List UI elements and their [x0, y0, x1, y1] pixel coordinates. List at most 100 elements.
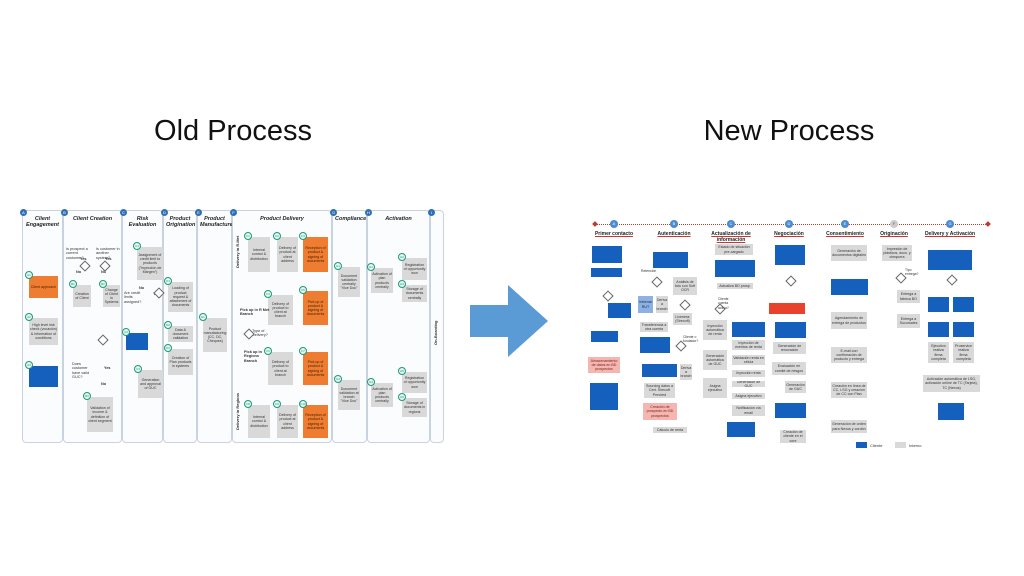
lane-header: Product Origination: [166, 216, 196, 228]
process-step-f5: Pick up of product & signing of document…: [303, 291, 328, 325]
step-id-badge: A1: [25, 271, 33, 279]
process-step: Agendamiento de entrega de productos: [831, 312, 867, 329]
step-id-badge: E1: [199, 313, 207, 321]
process-step: Inyección automática de renta: [703, 320, 727, 340]
step-id-badge: D3: [164, 344, 172, 352]
process-step: Entrega a Sucursales: [897, 314, 920, 328]
decision-label: Yes: [105, 257, 112, 261]
process-step: [640, 337, 670, 353]
process-step: Impresión de plásticos, docs. y chequera: [882, 245, 912, 261]
decision-label: Does customer have valid GUC?: [72, 362, 90, 379]
decision-diamond: [946, 274, 958, 286]
decision-label: Tipo entrega?: [905, 268, 919, 277]
step-id-badge: F6: [264, 347, 272, 355]
process-step: Creación en línea de CC, LSG y creación …: [831, 382, 867, 398]
process-step: Creación de prospecto en BD prospectos: [643, 403, 677, 420]
process-step: Entrega a fábrica BO: [897, 290, 920, 303]
decision-label: No: [139, 286, 145, 290]
process-step: Cálculo de renta: [653, 427, 687, 433]
process-step-h6: Storage of documents in regions: [402, 398, 427, 417]
right-arrow-icon: [470, 285, 548, 357]
lane-header: On-Boarding: [433, 320, 438, 345]
legend-swatch-client: [856, 442, 867, 448]
delivery-rmet-label: Delivery in R.Met: [235, 235, 240, 268]
process-step: [591, 331, 618, 342]
step-id-badge: A2: [25, 313, 33, 321]
lane-header: Activation: [385, 216, 412, 222]
decision-label: Type of Delivery?: [252, 329, 268, 338]
process-step: Inyección de eventos de renta: [732, 340, 765, 350]
process-step: [953, 322, 974, 337]
process-step-b1: Creation of Client: [73, 285, 91, 307]
decision-label: Cliente o fundador?: [683, 335, 699, 344]
lane-header: Client Engagement: [25, 216, 59, 228]
process-step: [608, 303, 631, 318]
process-step-f2: Delivery of product at client address: [277, 237, 298, 272]
process-step: [775, 322, 806, 338]
process-step: [653, 252, 688, 268]
step-id-badge: G2: [334, 375, 342, 383]
decision-label: Retención: [641, 269, 657, 273]
timeline-start-marker: [592, 221, 598, 227]
decision-label: Pick up in R Met Branch: [240, 308, 270, 317]
process-step: Deriva a branch: [680, 364, 692, 380]
decision-diamond: [679, 299, 691, 311]
lane-header: Risk Evaluation: [128, 216, 157, 228]
step-id-badge: F1: [244, 232, 252, 240]
process-step: Estado de situación pre-cargado: [715, 244, 753, 255]
process-step-b2: Change of Client in Systems: [103, 285, 120, 307]
step-id-badge: F8: [244, 400, 252, 408]
process-step: [775, 245, 805, 265]
decision-label: No: [101, 270, 107, 274]
step-id-badge: F9: [273, 400, 281, 408]
lane-marker-d: D: [161, 209, 168, 216]
step-id-badge: H6: [398, 393, 406, 401]
stage-marker-c: C: [727, 220, 735, 228]
process-step: [953, 297, 974, 312]
decision-label: Yes: [80, 257, 87, 261]
process-step: Generación automática de GUC: [703, 350, 727, 370]
process-step: [928, 322, 949, 337]
delivery-regions-label: Delivery in Regions: [235, 392, 240, 430]
stage-header: Negociación: [774, 231, 804, 237]
process-step-f3: Reception of product & signing of docume…: [303, 237, 328, 272]
process-step: [775, 403, 806, 418]
process-step-f8: Internal control & distribution: [248, 405, 270, 438]
process-step: E-mail con confirmación de producto y en…: [831, 347, 867, 363]
legend-swatch-internal: [895, 442, 906, 448]
step-id-badge: D2: [164, 321, 172, 329]
decision-label: Yes: [104, 366, 111, 370]
process-step-f1: Internal control & distribution: [248, 237, 270, 272]
process-step-d3: Creation of Plan products in systems: [168, 349, 193, 375]
step-id-badge: F3: [299, 232, 307, 240]
process-step: Generación de documentos digitales: [831, 245, 867, 261]
process-step: Creación de cliente en el core: [780, 430, 806, 443]
process-step-f10: Reception of product & signing of docume…: [303, 405, 328, 438]
lane-marker-f: F: [230, 209, 237, 216]
process-step: Generación de GUC: [732, 381, 765, 387]
lane-marker-i: I: [428, 209, 435, 216]
step-id-badge: F2: [273, 232, 281, 240]
process-step-f4: Delivery of product to client at branch: [268, 295, 293, 325]
step-id-badge: C3: [134, 365, 142, 373]
process-step-g2: Document validation at branch "Vice Doc": [338, 380, 360, 410]
process-step: [591, 268, 622, 277]
process-step: Análisis de foto con Soft OCR: [673, 277, 697, 295]
swimlane: [122, 210, 163, 443]
stage-marker-a: A: [610, 220, 618, 228]
process-step: Deriva a branch: [656, 296, 668, 313]
step-id-badge: F4: [264, 290, 272, 298]
lane-header: Product Manufacture: [200, 216, 233, 228]
process-step: Almacenamiento de datos en BD prospectos: [588, 357, 620, 373]
process-step: [928, 297, 949, 312]
step-id-badge: B3: [83, 392, 91, 400]
lane-marker-e: E: [195, 209, 202, 216]
new-process-title: New Process: [703, 115, 875, 147]
process-step-f6: Delivery of product to client at branch: [268, 352, 293, 385]
process-step: Transferencia a otra cuenta: [640, 322, 668, 332]
stage-marker-f: F: [890, 220, 898, 228]
step-id-badge: F10: [299, 400, 307, 408]
stage-header: Consentimiento: [826, 231, 864, 237]
decision-diamond: [785, 275, 797, 287]
stage-header: Primer contacto: [594, 231, 634, 237]
